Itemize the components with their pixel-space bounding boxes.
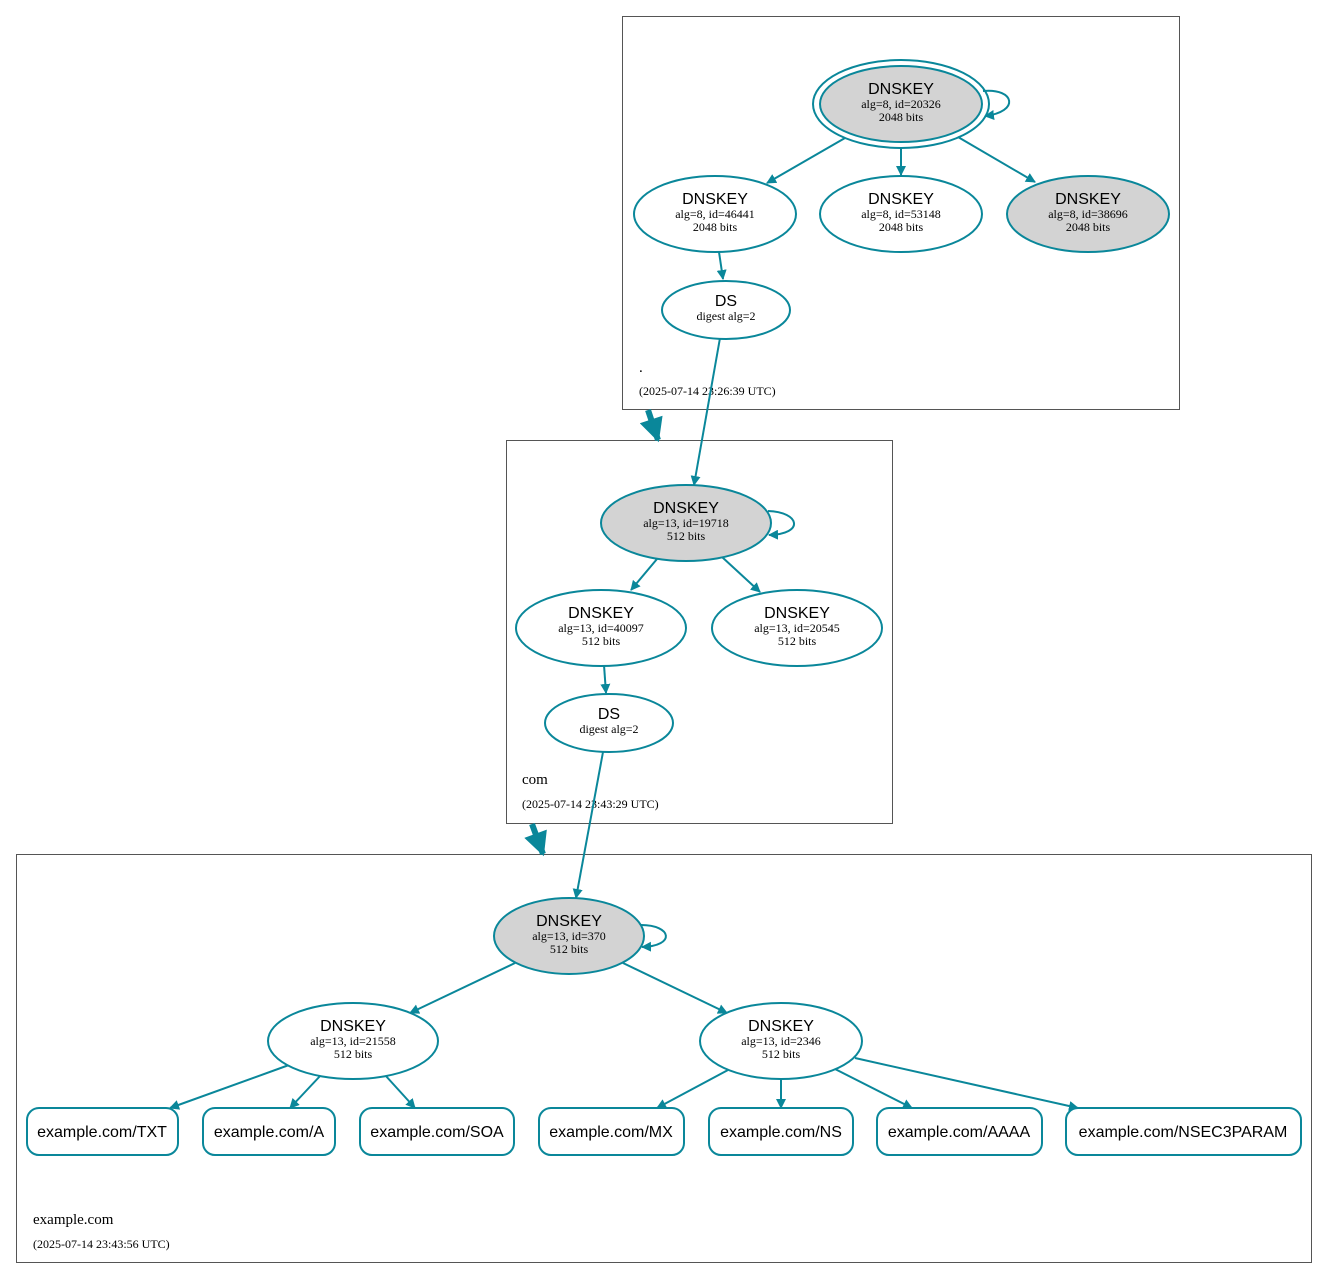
record-nodes: example.com/TXT example.com/A example.co… xyxy=(26,1107,1302,1156)
node-root-ds-title: DS xyxy=(715,293,737,310)
node-com-40097-bits: 512 bits xyxy=(582,634,621,648)
edge-2346-to-nsec3param xyxy=(854,1057,1079,1111)
node-com-20545-bits: 512 bits xyxy=(778,634,817,648)
zone-example: example.com (2025-07-14 23:43:56 UTC) xyxy=(16,854,1312,1263)
node-com-dnskey-40097[interactable]: DNSKEY alg=13, id=40097 512 bits xyxy=(515,589,687,667)
record-a-label: example.com/A xyxy=(214,1124,325,1141)
node-root-dnskey-53148[interactable]: DNSKEY alg=8, id=53148 2048 bits xyxy=(819,175,983,253)
edges xyxy=(169,89,1079,1111)
record-txt[interactable]: example.com/TXT xyxy=(26,1107,179,1156)
delegation-arrows xyxy=(524,409,663,857)
record-mx[interactable]: example.com/MX xyxy=(538,1107,685,1156)
record-a[interactable]: example.com/A xyxy=(202,1107,336,1156)
node-com-20545-alg: alg=13, id=20545 xyxy=(754,621,840,635)
zone-com-timestamp: (2025-07-14 23:43:29 UTC) xyxy=(522,797,659,811)
node-example-2346-alg: alg=13, id=2346 xyxy=(741,1034,821,1048)
node-example-ksk-title: DNSKEY xyxy=(536,913,602,930)
record-mx-label: example.com/MX xyxy=(549,1124,673,1141)
node-com-ds[interactable]: DS digest alg=2 xyxy=(544,693,674,753)
node-com-40097-alg: alg=13, id=40097 xyxy=(558,621,644,635)
node-root-53148-bits: 2048 bits xyxy=(879,220,924,234)
zone-root-name: . xyxy=(639,360,643,376)
node-root-38696-title: DNSKEY xyxy=(1055,191,1121,208)
node-root-dnskey-38696[interactable]: DNSKEY alg=8, id=38696 2048 bits xyxy=(1006,175,1170,253)
edge-example-ksk-to-21558 xyxy=(409,962,516,1014)
zone-com: com (2025-07-14 23:43:29 UTC) xyxy=(506,440,893,824)
node-com-ds-title: DS xyxy=(598,706,620,723)
record-ns-label: example.com/NS xyxy=(720,1124,842,1141)
zone-com-name: com xyxy=(522,772,548,788)
node-com-40097-title: DNSKEY xyxy=(568,605,634,622)
record-soa-label: example.com/SOA xyxy=(370,1124,504,1141)
edge-example-ksk-to-2346 xyxy=(622,962,728,1014)
edge-root-ksk-to-46441 xyxy=(766,137,846,184)
node-root-ksk-bits: 2048 bits xyxy=(879,110,924,124)
zone-com-border xyxy=(506,440,893,824)
edge-46441-to-ds xyxy=(716,251,727,280)
zone-root-border xyxy=(622,16,1180,410)
edge-2346-to-aaaa xyxy=(834,1068,913,1109)
node-example-dnskey-21558[interactable]: DNSKEY alg=13, id=21558 512 bits xyxy=(267,1002,439,1080)
node-root-38696-alg: alg=8, id=38696 xyxy=(1048,207,1128,221)
node-root-dnskey-46441[interactable]: DNSKEY alg=8, id=46441 2048 bits xyxy=(633,175,797,253)
record-nsec3param[interactable]: example.com/NSEC3PARAM xyxy=(1065,1107,1302,1156)
node-com-dnskey-20545[interactable]: DNSKEY alg=13, id=20545 512 bits xyxy=(711,589,883,667)
record-aaaa-label: example.com/AAAA xyxy=(888,1124,1031,1141)
node-example-ksk-bits: 512 bits xyxy=(550,942,589,956)
zone-example-name: example.com xyxy=(33,1212,114,1228)
record-soa[interactable]: example.com/SOA xyxy=(359,1107,515,1156)
node-root-ksk-title: DNSKEY xyxy=(868,81,934,98)
zone-root: . (2025-07-14 23:26:39 UTC) xyxy=(622,16,1180,410)
edge-21558-to-soa xyxy=(384,1074,416,1109)
delegation-root-to-com xyxy=(639,409,663,443)
node-root-46441-title: DNSKEY xyxy=(682,191,748,208)
node-root-53148-alg: alg=8, id=53148 xyxy=(861,207,941,221)
node-root-ds-digest: digest alg=2 xyxy=(696,309,755,323)
edge-21558-to-a xyxy=(289,1074,322,1109)
zone-root-timestamp: (2025-07-14 23:26:39 UTC) xyxy=(639,384,776,398)
node-root-53148-title: DNSKEY xyxy=(868,191,934,208)
node-example-dnskey-2346[interactable]: DNSKEY alg=13, id=2346 512 bits xyxy=(699,1002,863,1080)
edge-root-ds-to-com-ksk xyxy=(690,337,721,486)
node-root-ds[interactable]: DS digest alg=2 xyxy=(661,280,791,340)
record-aaaa[interactable]: example.com/AAAA xyxy=(876,1107,1043,1156)
edge-root-ksk-to-38696 xyxy=(957,136,1036,183)
zone-example-timestamp: (2025-07-14 23:43:56 UTC) xyxy=(33,1237,170,1251)
edge-2346-to-mx xyxy=(656,1069,729,1109)
node-com-ksk-title: DNSKEY xyxy=(653,500,719,517)
record-txt-label: example.com/TXT xyxy=(37,1124,167,1141)
zone-example-border xyxy=(16,854,1312,1263)
node-example-21558-alg: alg=13, id=21558 xyxy=(310,1034,396,1048)
node-example-2346-bits: 512 bits xyxy=(762,1047,801,1061)
node-com-20545-title: DNSKEY xyxy=(764,605,830,622)
record-nsec3param-label: example.com/NSEC3PARAM xyxy=(1079,1124,1288,1141)
node-root-ksk[interactable]: DNSKEY alg=8, id=20326 2048 bits xyxy=(812,59,990,149)
node-com-ds-digest: digest alg=2 xyxy=(579,722,638,736)
delegation-com-to-example xyxy=(524,822,547,857)
edge-com-ksk-self xyxy=(767,510,795,540)
edge-com-ksk-to-20545 xyxy=(721,556,761,593)
edge-21558-to-txt xyxy=(169,1064,290,1110)
edge-com-ksk-to-40097 xyxy=(630,558,658,591)
edge-40097-to-ds xyxy=(600,664,611,694)
node-example-ksk-alg: alg=13, id=370 xyxy=(532,929,606,943)
edge-example-ksk-self xyxy=(640,924,667,952)
node-root-46441-bits: 2048 bits xyxy=(693,220,738,234)
node-root-46441-alg: alg=8, id=46441 xyxy=(675,207,755,221)
node-com-ksk-alg: alg=13, id=19718 xyxy=(643,516,729,530)
node-example-21558-bits: 512 bits xyxy=(334,1047,373,1061)
edge-root-ksk-self xyxy=(982,89,1011,120)
edge-com-ds-to-example-ksk xyxy=(572,751,604,899)
node-root-38696-bits: 2048 bits xyxy=(1066,220,1111,234)
node-root-ksk-alg: alg=8, id=20326 xyxy=(861,97,941,111)
node-example-ksk[interactable]: DNSKEY alg=13, id=370 512 bits xyxy=(493,897,645,975)
record-ns[interactable]: example.com/NS xyxy=(708,1107,854,1156)
node-com-ksk-bits: 512 bits xyxy=(667,529,706,543)
node-example-2346-title: DNSKEY xyxy=(748,1018,814,1035)
node-com-ksk[interactable]: DNSKEY alg=13, id=19718 512 bits xyxy=(600,484,772,562)
node-example-21558-title: DNSKEY xyxy=(320,1018,386,1035)
